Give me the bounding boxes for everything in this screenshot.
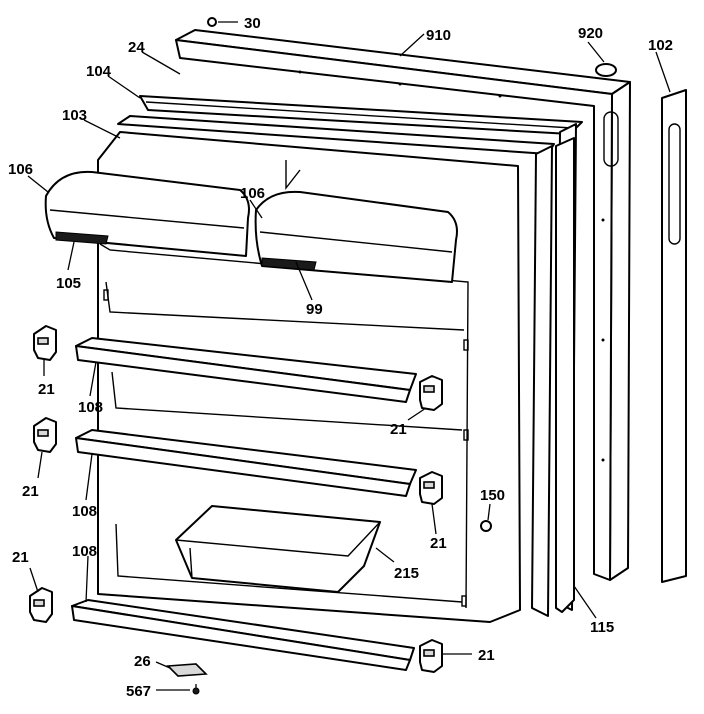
callout-567: 567	[126, 683, 151, 700]
callout-21-right-middle: 21	[430, 535, 447, 552]
bracket-left-top	[33, 325, 57, 361]
callout-21-left-top: 21	[38, 381, 55, 398]
dairy-door-left	[44, 170, 250, 257]
callout-115: 115	[590, 619, 614, 636]
bracket-right-top	[419, 375, 443, 411]
callout-21-left-middle: 21	[22, 483, 39, 500]
callout-106-right: 106	[240, 185, 265, 202]
callout-102: 102	[648, 37, 673, 54]
callout-108-bottom: 108	[72, 543, 97, 560]
callout-21-left-bottom: 21	[12, 549, 29, 566]
bracket-left-bottom	[29, 587, 53, 623]
dairy-door-right	[254, 190, 458, 283]
callout-21-right-bottom: 21	[478, 647, 495, 664]
handle-cap	[595, 63, 617, 77]
callout-108-middle: 108	[72, 503, 97, 520]
callout-104: 104	[86, 63, 112, 80]
bracket-left-middle	[33, 417, 57, 453]
callout-103: 103	[62, 107, 87, 124]
side-breaker-strip	[555, 137, 575, 613]
shelf-bar-top	[75, 337, 417, 403]
callout-920: 920	[578, 25, 603, 42]
handle-trim	[661, 89, 687, 583]
screw-567	[192, 684, 200, 695]
callout-26: 26	[134, 653, 151, 670]
bracket-right-bottom	[419, 639, 443, 673]
bracket-right-middle	[419, 471, 443, 505]
shelf-bar-bottom	[71, 599, 415, 671]
outer-door-panel	[175, 29, 631, 581]
hinge-plate	[166, 663, 208, 677]
callout-108-top: 108	[78, 399, 103, 416]
callout-215: 215	[394, 565, 419, 582]
callout-99: 99	[306, 301, 323, 318]
callout-105: 105	[56, 275, 81, 292]
callout-21-right-top: 21	[390, 421, 407, 438]
callout-150: 150	[480, 487, 505, 504]
callout-106-left: 106	[8, 161, 33, 178]
leader-lines	[27, 21, 671, 691]
screw-30	[207, 17, 217, 27]
shelf-bar-middle	[75, 429, 417, 497]
callout-30: 30	[244, 15, 261, 32]
screw-150	[480, 520, 492, 532]
callout-910: 910	[426, 27, 451, 44]
callout-labels: 30 910 920 102 24 104 103 106 106 105 99…	[8, 15, 673, 700]
door-bin	[175, 505, 381, 593]
callout-24: 24	[128, 39, 145, 56]
